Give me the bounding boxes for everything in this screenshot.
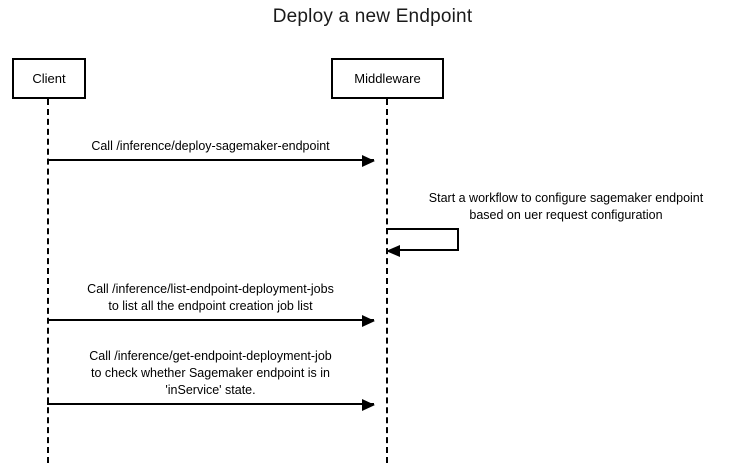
message-label-2: Start a workflow to configure sagemaker …	[396, 190, 736, 224]
diagram-title: Deploy a new Endpoint	[272, 6, 473, 27]
lifeline-middleware	[386, 99, 388, 463]
message-arrow-3	[47, 315, 375, 327]
message-arrow-1	[47, 155, 375, 167]
message-label-2-line-2: based on uer request configuration	[469, 208, 663, 222]
message-label-3: Call /inference/list-endpoint-deployment…	[47, 281, 374, 315]
message-label-3-line-2: to list all the endpoint creation job li…	[108, 299, 313, 313]
message-label-1: Call /inference/deploy-sagemaker-endpoin…	[47, 138, 374, 155]
message-label-1-line-1: Call /inference/deploy-sagemaker-endpoin…	[91, 139, 330, 153]
participant-box-client: Client	[12, 58, 86, 99]
self-message-arrow-top-segment	[386, 228, 459, 230]
lifeline-client	[47, 99, 49, 463]
message-label-4: Call /inference/get-endpoint-deployment-…	[47, 348, 374, 399]
participant-box-middleware: Middleware	[331, 58, 444, 99]
message-label-4-line-3: 'inService' state.	[165, 383, 256, 397]
self-message-arrow-right-segment	[457, 228, 459, 251]
message-label-4-line-2: to check whether Sagemaker endpoint is i…	[90, 366, 331, 380]
message-label-2-line-1: Start a workflow to configure sagemaker …	[428, 191, 704, 205]
message-arrow-4	[47, 399, 375, 411]
participant-label-client: Client	[32, 71, 66, 86]
self-message-arrow-bottom-segment	[386, 245, 459, 257]
message-label-4-line-1: Call /inference/get-endpoint-deployment-…	[89, 349, 332, 363]
message-label-3-line-1: Call /inference/list-endpoint-deployment…	[87, 282, 334, 296]
participant-label-middleware: Middleware	[354, 71, 421, 86]
